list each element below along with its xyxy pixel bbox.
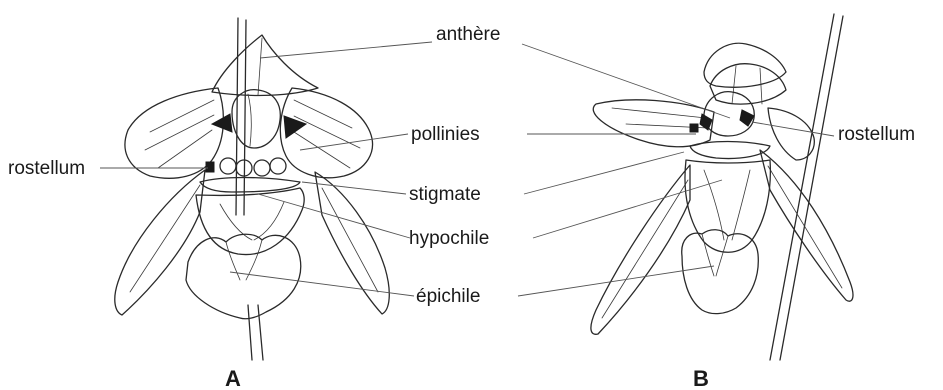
leader-stigmate-b <box>524 152 684 194</box>
panel-letter-b: B <box>693 366 709 390</box>
flower-a-drawing <box>115 18 389 360</box>
label-rostellum-right: rostellum <box>838 124 915 145</box>
label-pollinies: pollinies <box>411 124 480 145</box>
label-anthere: anthère <box>436 24 500 45</box>
leader-anthere-b <box>522 44 730 118</box>
label-rostellum-left: rostellum <box>8 158 85 179</box>
label-stigmate: stigmate <box>409 184 481 205</box>
leader-hypochile-b <box>533 180 722 238</box>
leader-pollinies-a <box>300 134 408 150</box>
label-hypochile: hypochile <box>409 228 489 249</box>
labels: anthère pollinies stigmate hypochile épi… <box>8 24 915 390</box>
flower-b-drawing <box>591 14 853 360</box>
leader-anthere-a <box>260 42 432 58</box>
panel-letter-a: A <box>225 366 241 390</box>
leader-hypochile-a <box>258 194 410 238</box>
label-epichile: épichile <box>416 286 480 307</box>
